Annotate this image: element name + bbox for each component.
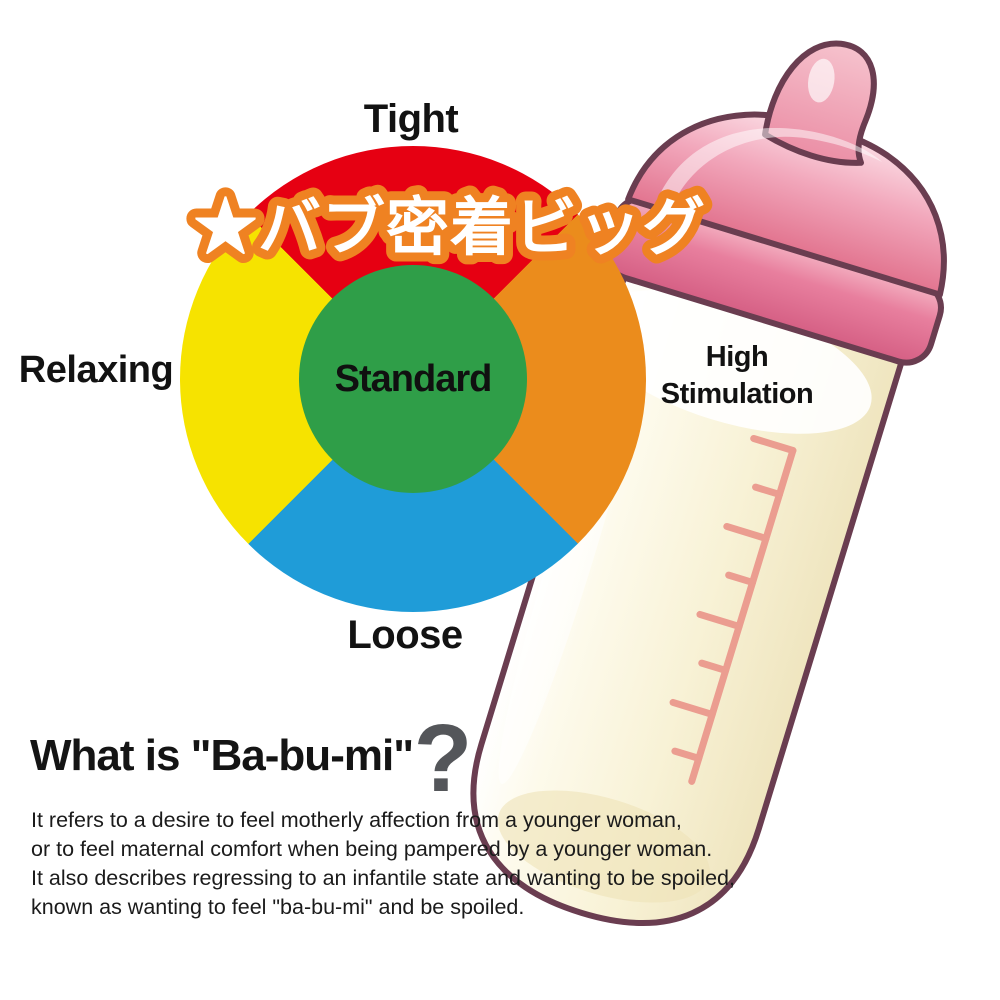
description-line: It refers to a desire to feel motherly a…	[31, 808, 682, 832]
description-line: It also describes regressing to an infan…	[31, 866, 735, 890]
bottle-cap-dome	[625, 111, 947, 298]
description-line: known as wanting to feel "ba-bu-mi" and …	[31, 895, 525, 919]
cap-highlight	[657, 128, 883, 207]
wheel-label-high-stimulation: High Stimulation	[660, 341, 814, 410]
wheel-label-loose: Loose	[347, 613, 463, 657]
wheel-label-relaxing: Relaxing	[18, 349, 174, 391]
description-line: or to feel maternal comfort when being p…	[31, 837, 713, 861]
babumi-heading: What is "Ba-bu-mi"	[30, 731, 414, 780]
tightness-wheel: Standard	[180, 146, 646, 612]
wheel-label-standard: Standard	[334, 357, 493, 400]
babumi-description: It refers to a desire to feel motherly a…	[31, 806, 735, 922]
question-mark-icon: ?	[414, 705, 473, 812]
wheel-label-tight: Tight	[363, 97, 459, 141]
standard-circle: Standard	[299, 265, 527, 493]
bottle-nipple	[762, 40, 877, 166]
measurement-scale	[669, 434, 797, 785]
nipple-highlight	[807, 58, 835, 103]
